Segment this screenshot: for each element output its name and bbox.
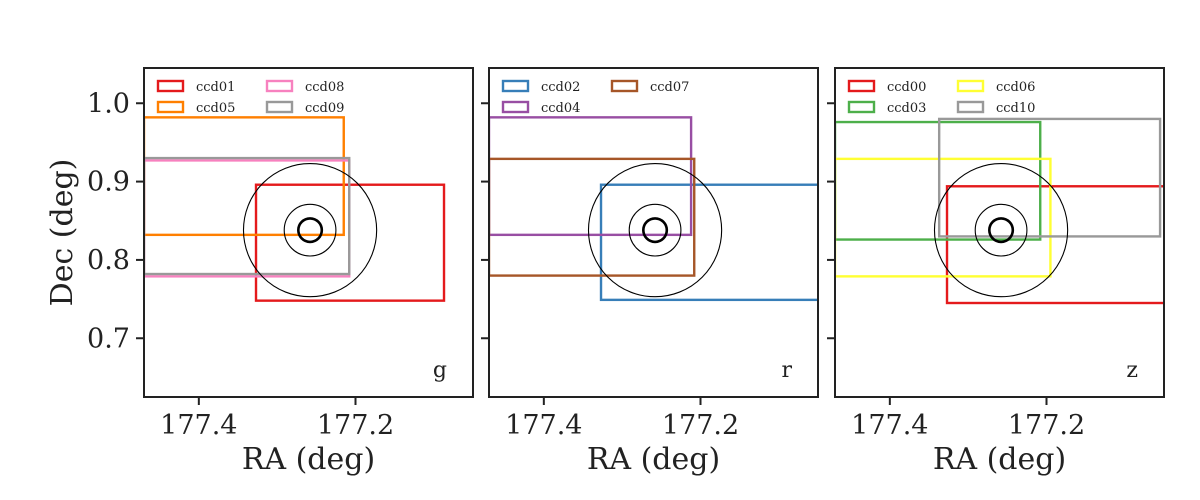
y-tick-label: 0.8 <box>87 245 130 276</box>
band-label: z <box>1126 358 1138 383</box>
x-tick-label: 177.2 <box>662 410 739 441</box>
aperture-circle <box>642 217 669 244</box>
legend-swatch-ccd10 <box>956 100 985 114</box>
axes-frame <box>488 67 819 398</box>
legend-label-ccd03: ccd03 <box>887 101 926 116</box>
legend-label-ccd09: ccd09 <box>305 101 344 116</box>
legend-swatch-ccd01 <box>156 79 185 93</box>
band-label: g <box>433 358 447 383</box>
ccd-rect-ccd02 <box>599 183 818 302</box>
aperture-circle <box>283 203 337 257</box>
axes-frame <box>143 67 474 398</box>
legend-swatch-ccd06 <box>956 79 985 93</box>
aperture-circle <box>933 163 1069 298</box>
legend-swatch-ccd07 <box>610 79 639 93</box>
panel-r: 177.4 177.2RA (deg) r ccd02 ccd04 ccd07 <box>481 67 819 477</box>
band-label: r <box>781 358 792 383</box>
x-tick-label: 177.2 <box>1008 410 1085 441</box>
aperture-circle <box>988 217 1015 244</box>
legend-label-ccd10: ccd10 <box>996 101 1035 116</box>
y-axis-title: Dec (deg) <box>45 159 80 307</box>
ccd-rect-ccd05 <box>144 116 345 237</box>
legend-swatch-ccd08 <box>265 79 294 93</box>
legend-swatch-ccd04 <box>501 100 530 114</box>
legend-swatch-ccd05 <box>156 100 185 114</box>
legend: ccd02 ccd04 ccd07 <box>501 79 689 116</box>
x-tick-label: 177.4 <box>160 410 237 441</box>
legend-swatch-ccd00 <box>847 79 876 93</box>
legend: ccd01 ccd05 ccd08 ccd09 <box>156 79 344 116</box>
legend-label-ccd02: ccd02 <box>541 80 580 95</box>
legend-label-ccd07: ccd07 <box>650 80 689 95</box>
legend: ccd00 ccd03 ccd06 ccd10 <box>847 79 1035 116</box>
aperture-circle <box>297 217 324 244</box>
panel-z: 177.4 177.2RA (deg) z ccd00 ccd03 ccd06 ccd10 <box>827 67 1165 477</box>
ccd-rect-ccd08 <box>144 159 351 278</box>
plot-area <box>144 116 446 302</box>
aperture-circle <box>974 203 1028 257</box>
ccd-rect-ccd10 <box>937 117 1162 238</box>
legend-label-ccd04: ccd04 <box>541 101 580 116</box>
legend-swatch-ccd09 <box>265 100 294 114</box>
legend-label-ccd08: ccd08 <box>305 80 344 95</box>
aperture-circle <box>587 163 723 298</box>
x-tick-label: 177.4 <box>505 410 582 441</box>
y-tick-label: 0.9 <box>87 167 130 198</box>
ccd-rect-ccd00 <box>945 185 1164 305</box>
y-tick-label: 0.7 <box>87 323 130 354</box>
panel-g: 177.4 177.2 0.7 0.8 0.9 1.0 RA (deg) Dec (deg) g… <box>45 67 474 477</box>
x-tick-label: 177.2 <box>317 410 394 441</box>
ccd-rect-ccd07 <box>489 157 696 277</box>
legend-label-ccd00: ccd00 <box>887 80 926 95</box>
legend-label-ccd05: ccd05 <box>196 101 235 116</box>
y-tick-label: 1.0 <box>87 88 130 119</box>
aperture-circle <box>242 163 378 298</box>
plot-area <box>835 117 1164 305</box>
x-axis-title: RA (deg) <box>933 442 1066 477</box>
legend-label-ccd06: ccd06 <box>996 80 1035 95</box>
legend-swatch-ccd03 <box>847 100 876 114</box>
legend-swatch-ccd02 <box>501 79 530 93</box>
plot-area <box>489 116 818 302</box>
axes-frame <box>834 67 1165 398</box>
ccd-rect-ccd09 <box>144 156 351 276</box>
ccd-rect-ccd06 <box>835 157 1052 278</box>
ccd-rect-ccd04 <box>489 116 693 237</box>
legend-label-ccd01: ccd01 <box>196 80 235 95</box>
x-tick-label: 177.4 <box>851 410 928 441</box>
x-axis-title: RA (deg) <box>242 442 375 477</box>
aperture-circle <box>628 203 682 257</box>
x-axis-title: RA (deg) <box>587 442 720 477</box>
ccd-rect-ccd03 <box>835 120 1042 241</box>
